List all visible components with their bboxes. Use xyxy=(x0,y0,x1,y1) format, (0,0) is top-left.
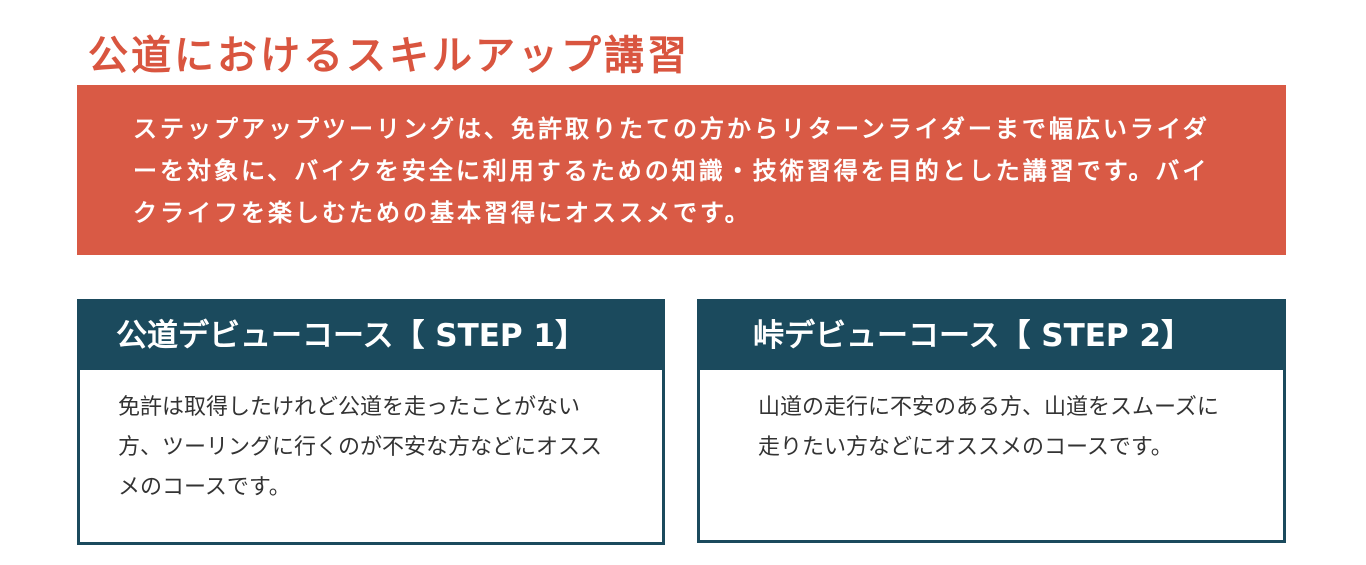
page-title: 公道におけるスキルアップ講習 xyxy=(88,33,690,79)
intro-text: ステップアップツーリングは、免許取りたての方からリターンライダーまで幅広いライダ… xyxy=(133,115,1210,227)
course-title-step2: 峠デビューコース【 STEP 2】 xyxy=(700,302,1283,370)
intro-banner: ステップアップツーリングは、免許取りたての方からリターンライダーまで幅広いライダ… xyxy=(77,85,1286,255)
course-description-step2: 山道の走行に不安のある方、山道をスムーズに走りたい方などにオススメのコースです。 xyxy=(758,395,1219,460)
course-card-step2: 峠デビューコース【 STEP 2】 山道の走行に不安のある方、山道をスムーズに走… xyxy=(697,299,1286,543)
course-card-step1: 公道デビューコース【 STEP 1】 免許は取得したけれど公道を走ったことがない… xyxy=(77,299,665,545)
course-title-step1: 公道デビューコース【 STEP 1】 xyxy=(80,302,662,370)
course-description-step1: 免許は取得したけれど公道を走ったことがない方、ツーリングに行くのが不安な方などに… xyxy=(118,395,603,500)
